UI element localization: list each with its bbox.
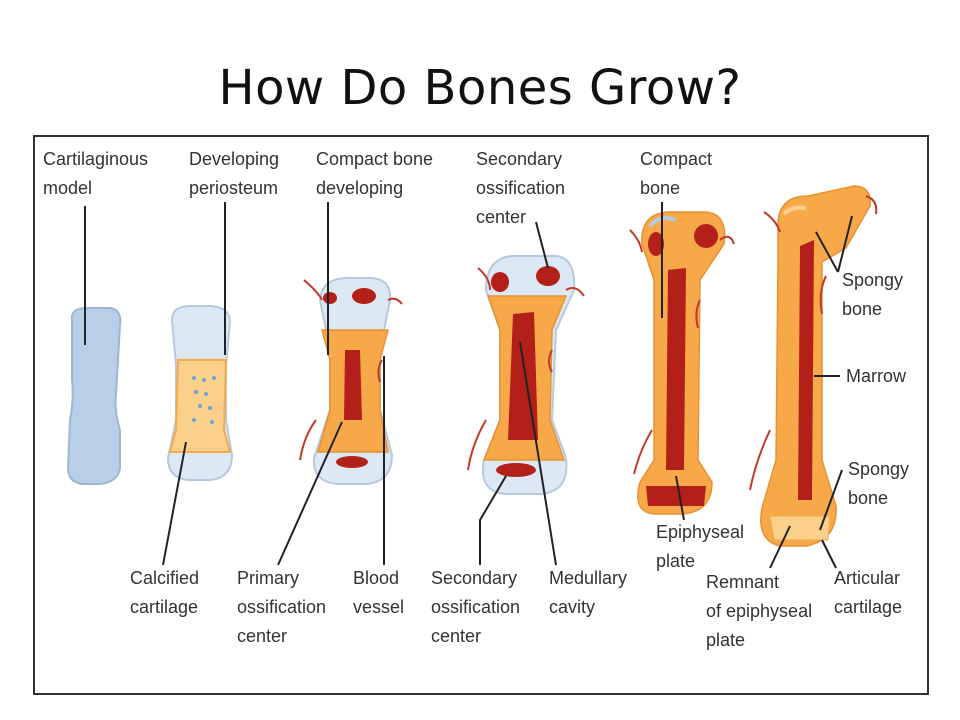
label-compact-bone-developing: Compact bone developing [316,149,434,198]
label-remnant-epiphyseal-plate: Remnant of epiphyseal plate [706,572,813,650]
stage-epiphyseal-plate [629,211,735,515]
stage-mature-bone [749,185,878,547]
label-primary-ossification-center: Primary ossification center [237,568,327,646]
label-spongy-bone-top: Spongy bone [842,270,904,319]
stage-cartilaginous-model [66,307,122,485]
leader-lines [84,202,853,569]
label-developing-periosteum: Developing periosteum [189,149,280,198]
label-marrow: Marrow [846,366,907,386]
label-blood-vessel: Blood vessel [353,568,405,617]
label-secondary-ossification-center-top: Secondary ossification center [476,149,566,227]
label-spongy-bone-bottom: Spongy bone [848,459,910,508]
label-medullary-cavity: Medullary cavity [549,568,628,617]
stage-developing-periosteum [166,305,234,481]
label-epiphyseal-plate: Epiphyseal plate [656,522,745,571]
label-cartilaginous-model: Cartilaginous model [43,149,149,198]
label-articular-cartilage: Articular cartilage [834,568,903,617]
stage-compact-bone-developing [299,277,403,485]
page-title: How Do Bones Grow? [218,60,742,116]
label-calcified-cartilage: Calcified cartilage [130,568,200,617]
label-secondary-ossification-center-bottom: Secondary ossification center [431,568,521,646]
label-compact-bone: Compact bone [640,149,713,198]
